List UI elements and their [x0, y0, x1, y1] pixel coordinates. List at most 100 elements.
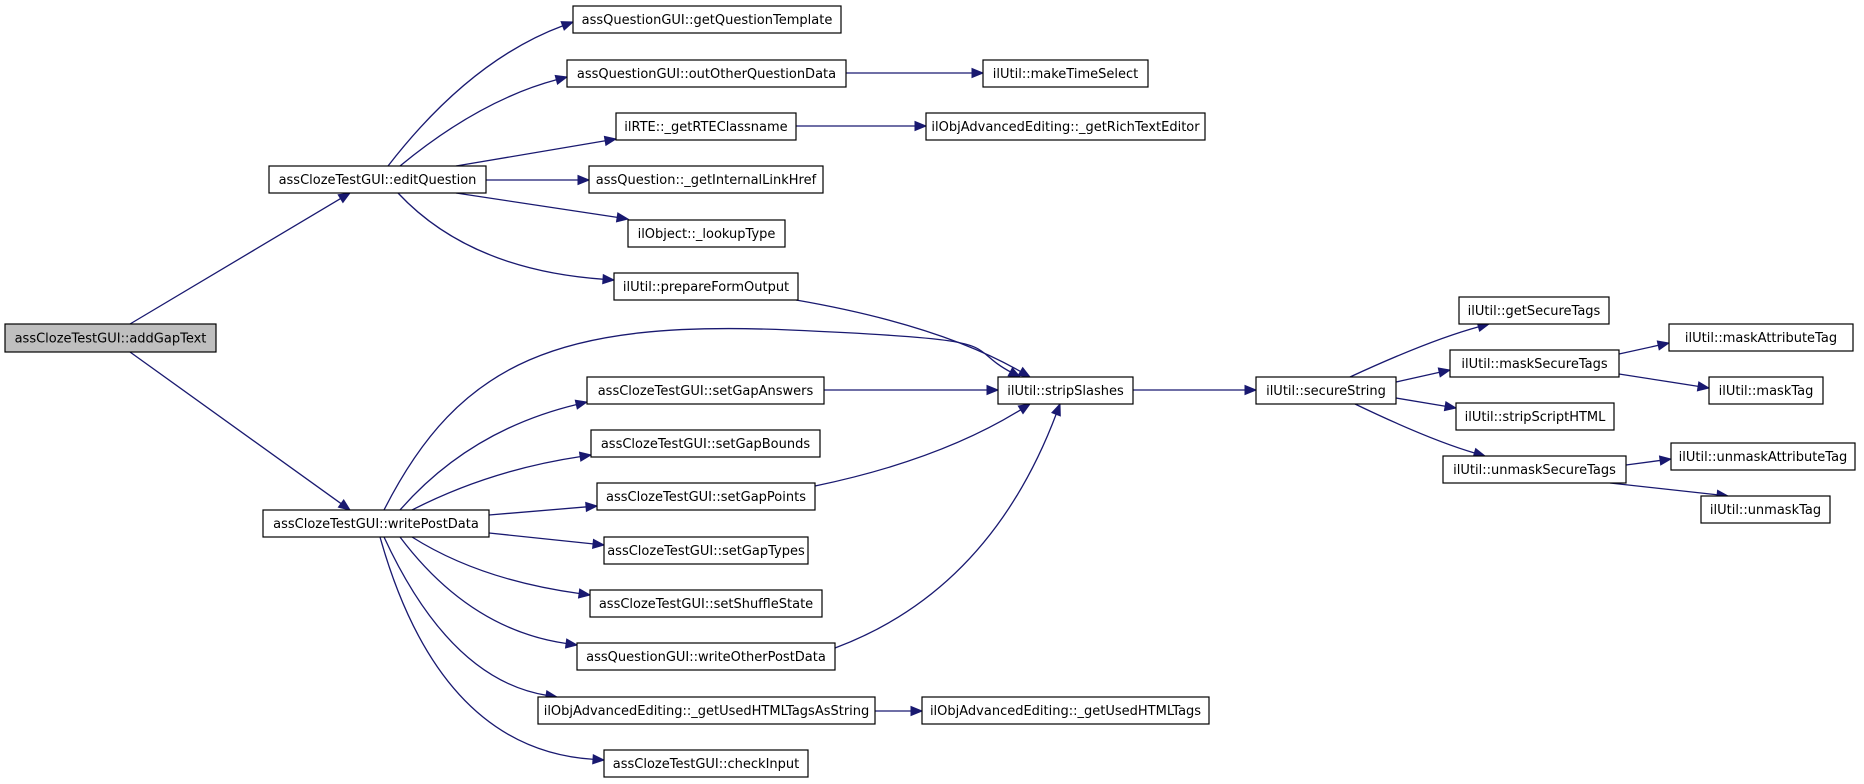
node-box [1668, 323, 1854, 352]
node-label: ilUtil::maskSecureTags [1461, 357, 1607, 372]
edge-line [399, 536, 568, 645]
node-box [268, 165, 487, 194]
edge-writePostData-to-setGapAnswers [399, 399, 589, 511]
node-outOtherQuestionData[interactable]: assQuestionGUI::outOtherQuestionData [566, 59, 847, 88]
node-label: ilUtil::stripSlashes [1007, 384, 1124, 399]
node-box [613, 272, 799, 301]
edge-arrowhead [603, 135, 618, 147]
node-getUsedHTMLTagsAsString[interactable]: ilObjAdvancedEditing::_getUsedHTMLTagsAs… [537, 696, 876, 725]
edge-line [1395, 371, 1441, 383]
node-getRTEClassname[interactable]: ilRTE::_getRTEClassname [615, 112, 797, 141]
edge-arrowhead [1437, 367, 1452, 378]
node-writeOtherPostData[interactable]: assQuestionGUI::writeOtherPostData [576, 642, 836, 671]
node-getUsedHTMLTags[interactable]: ilObjAdvancedEditing::_getUsedHTMLTags [921, 696, 1210, 725]
node-checkInput[interactable]: assClozeTestGUI::checkInput [603, 749, 809, 778]
node-lookupType[interactable]: ilObject::_lookupType [627, 219, 786, 248]
node-maskTag[interactable]: ilUtil::maskTag [1708, 376, 1824, 405]
node-unmaskAttributeTag[interactable]: ilUtil::unmaskAttributeTag [1670, 442, 1856, 471]
edge-line [1618, 344, 1660, 355]
edge-line [399, 78, 558, 167]
node-box [982, 59, 1149, 88]
node-unmaskTag[interactable]: ilUtil::unmaskTag [1700, 495, 1831, 524]
edge-line [383, 327, 1012, 511]
node-label: assQuestion::_getInternalLinkHref [596, 173, 817, 188]
edge-arrowhead [1051, 402, 1061, 417]
edge-arrowhead [914, 120, 928, 132]
edge-editQuestion-to-getQuestionTemplate [387, 21, 575, 167]
edge-line [411, 455, 582, 511]
edge-editQuestion-to-outOtherQuestionData [399, 74, 569, 167]
edge-line [129, 197, 342, 325]
node-prepareFormOutput[interactable]: ilUtil::prepareFormOutput [613, 272, 799, 301]
node-box [586, 376, 825, 405]
node-layer: assClozeTestGUI::addGapTextassClozeTestG… [4, 5, 1856, 778]
node-label: assClozeTestGUI::editQuestion [279, 173, 477, 188]
edge-addGapText-to-editQuestion [129, 192, 352, 325]
node-getQuestionTemplate[interactable]: assQuestionGUI::getQuestionTemplate [572, 5, 842, 34]
edge-arrowhead [602, 273, 616, 285]
node-setGapPoints[interactable]: assClozeTestGUI::setGapPoints [596, 482, 816, 511]
node-getSecureTags[interactable]: ilUtil::getSecureTags [1458, 296, 1610, 325]
node-writePostData[interactable]: assClozeTestGUI::writePostData [262, 509, 490, 538]
node-box [1255, 376, 1397, 405]
edge-line [387, 24, 564, 167]
node-getRichTextEditor[interactable]: ilObjAdvancedEditing::_getRichTextEditor [925, 112, 1206, 141]
node-box [1442, 455, 1627, 484]
edge-arrowhead [971, 67, 985, 79]
edge-arrowhead [1658, 455, 1673, 466]
node-setShuffleState[interactable]: assClozeTestGUI::setShuffleState [589, 589, 823, 618]
node-box [566, 59, 847, 88]
node-box [588, 165, 824, 194]
node-label: assQuestionGUI::writeOtherPostData [586, 650, 826, 665]
edge-line [1625, 459, 1662, 466]
node-box [4, 323, 217, 353]
edge-maskSecureTags-to-maskTag [1618, 373, 1711, 392]
edge-arrowhead [615, 212, 630, 223]
edge-arrowhead [1244, 384, 1258, 396]
edge-layer [129, 21, 1730, 765]
edge-arrowhead [1696, 381, 1711, 392]
node-addGapText: assClozeTestGUI::addGapText [4, 323, 217, 353]
edge-setGapAnswers-to-stripSlashes [824, 384, 1000, 396]
edge-line [1349, 325, 1480, 378]
node-box [596, 482, 816, 511]
node-box [603, 749, 809, 778]
node-maskAttributeTag[interactable]: ilUtil::maskAttributeTag [1668, 323, 1854, 352]
node-label: assClozeTestGUI::checkInput [613, 757, 799, 772]
node-getInternalLinkHref[interactable]: assQuestion::_getInternalLinkHref [588, 165, 824, 194]
node-makeTimeSelect[interactable]: ilUtil::makeTimeSelect [982, 59, 1149, 88]
node-stripSlashes[interactable]: ilUtil::stripSlashes [997, 376, 1134, 405]
edge-line [379, 536, 595, 761]
node-unmaskSecureTags[interactable]: ilUtil::unmaskSecureTags [1442, 455, 1627, 484]
node-box [572, 5, 842, 34]
node-box [615, 112, 797, 141]
edge-line [455, 140, 607, 167]
edge-arrowhead [1656, 340, 1671, 351]
edge-arrowhead [592, 754, 606, 765]
node-setGapAnswers[interactable]: assClozeTestGUI::setGapAnswers [586, 376, 825, 405]
edge-line [129, 351, 343, 505]
node-setGapBounds[interactable]: assClozeTestGUI::setGapBounds [590, 429, 821, 458]
node-label: ilUtil::unmaskSecureTags [1453, 463, 1616, 478]
node-editQuestion[interactable]: assClozeTestGUI::editQuestion [268, 165, 487, 194]
edge-prepareFormOutput-to-stripSlashes [795, 299, 1032, 378]
node-secureString[interactable]: ilUtil::secureString [1255, 376, 1397, 405]
edge-line [1618, 373, 1700, 388]
node-label: assClozeTestGUI::setGapPoints [606, 490, 806, 505]
node-setGapTypes[interactable]: assClozeTestGUI::setGapTypes [603, 536, 809, 565]
edge-writePostData-to-setGapBounds [411, 451, 593, 511]
node-stripScriptHTML[interactable]: ilUtil::stripScriptHTML [1455, 402, 1615, 431]
node-maskSecureTags[interactable]: ilUtil::maskSecureTags [1449, 349, 1620, 378]
edge-line [411, 536, 581, 595]
edge-outOtherQuestionData-to-makeTimeSelect [846, 67, 985, 79]
edge-getRTEClassname-to-getRichTextEditor [796, 120, 928, 132]
node-label: ilUtil::getSecureTags [1468, 304, 1601, 319]
edge-arrowhead [910, 705, 924, 717]
node-box [925, 112, 1206, 141]
node-label: assClozeTestGUI::setGapBounds [601, 437, 811, 452]
edge-line [399, 403, 578, 511]
edge-arrowhead [592, 538, 606, 549]
edge-setGapPoints-to-stripSlashes [814, 403, 1032, 487]
edge-editQuestion-to-prepareFormOutput [397, 192, 616, 285]
